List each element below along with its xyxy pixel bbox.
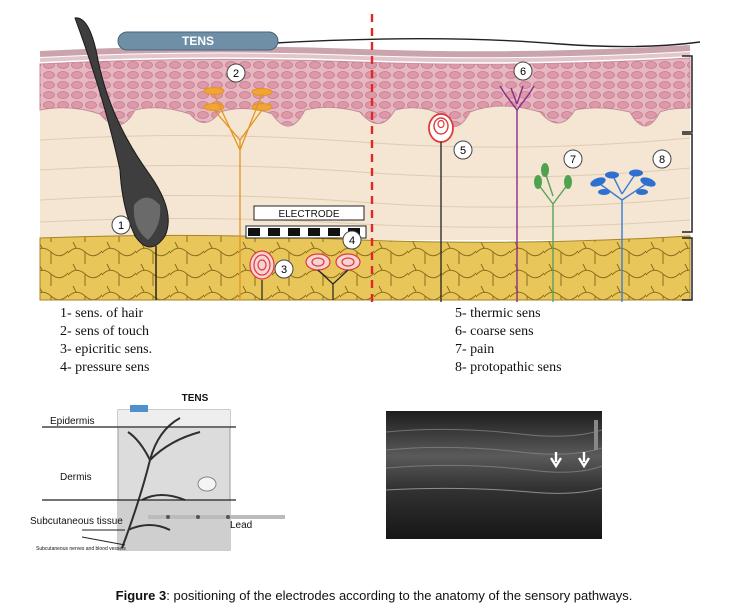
pressure-receptor: [305, 253, 361, 300]
coarse-receptor: [499, 85, 535, 302]
skin-section-drawing: TENS Epidermis Dermis Lead Subcutaneous …: [30, 393, 285, 552]
ultrasound-image: [385, 411, 603, 539]
legend-item: 8- protopathic sens: [455, 360, 562, 375]
nerves-label: Subcutaneous nerves and blood vessels: [36, 546, 126, 552]
ultrasound-frame: [386, 411, 602, 539]
tens-mini-label: TENS: [182, 393, 209, 404]
arrow-down-icon: [577, 452, 591, 469]
legend-right: 5- thermic sens 6- coarse sens 7- pain 8…: [455, 305, 562, 377]
subcutaneous-label: Subcutaneous tissue: [30, 516, 123, 527]
hair-follicle: [74, 17, 169, 248]
protopathic-receptor: [590, 169, 656, 302]
marker-7: 7: [570, 154, 576, 166]
hypodermis-bracket: [682, 237, 693, 301]
legend-item: 1- sens. of hair: [60, 306, 144, 321]
tens-label: TENS: [182, 34, 214, 48]
arrow-down-icon: [549, 452, 563, 469]
lead-label: Lead: [230, 520, 252, 531]
epicritic-receptor: [249, 250, 275, 300]
electrode-plate: [253, 205, 365, 221]
tens-electrode-mini: [130, 405, 148, 412]
skin-layer-diagram: TENS ELECTRODE: [39, 14, 701, 304]
legend-item: 5- thermic sens: [455, 306, 541, 321]
pointer-lines: [81, 529, 126, 546]
pain-receptor: [534, 163, 572, 302]
thermic-receptor: [428, 113, 454, 302]
legend-item: 4- pressure sens: [60, 360, 150, 375]
legend-left: 1- sens. of hair 2- sens of touch 3- epi…: [60, 305, 152, 377]
figure-number: Figure 3: [115, 588, 167, 603]
legend-item: 3- epicritic sens.: [60, 342, 153, 357]
tens-device: [117, 31, 279, 51]
dermis-label: Dermis: [60, 472, 92, 483]
legend-item: 6- coarse sens: [455, 324, 534, 339]
caption-text: : positioning of the electrodes accordin…: [166, 588, 633, 603]
dermis-bracket: [682, 133, 693, 233]
marker-5: 5: [460, 145, 466, 157]
marker-2: 2: [233, 68, 239, 80]
figure-caption: Figure 3: positioning of the electrodes …: [0, 588, 748, 603]
marker-3: 3: [281, 264, 287, 276]
touch-receptor: [203, 87, 273, 300]
electrode-label: ELECTRODE: [278, 209, 339, 220]
receptor-markers: 1 2 3 4 5 6 7 8: [111, 61, 672, 279]
epidermis-label: Epidermis: [50, 416, 94, 427]
tens-wire: [274, 38, 701, 48]
epidermis-bracket: [682, 55, 693, 133]
marker-4: 4: [349, 235, 355, 247]
legend-item: 2- sens of touch: [60, 324, 150, 339]
marker-1: 1: [118, 220, 124, 232]
marker-6: 6: [520, 66, 526, 78]
nerve-branches: [121, 417, 201, 549]
marker-8: 8: [659, 154, 665, 166]
subcutaneous-fat-layer: [39, 234, 691, 301]
legend-item: 7- pain: [455, 342, 495, 357]
